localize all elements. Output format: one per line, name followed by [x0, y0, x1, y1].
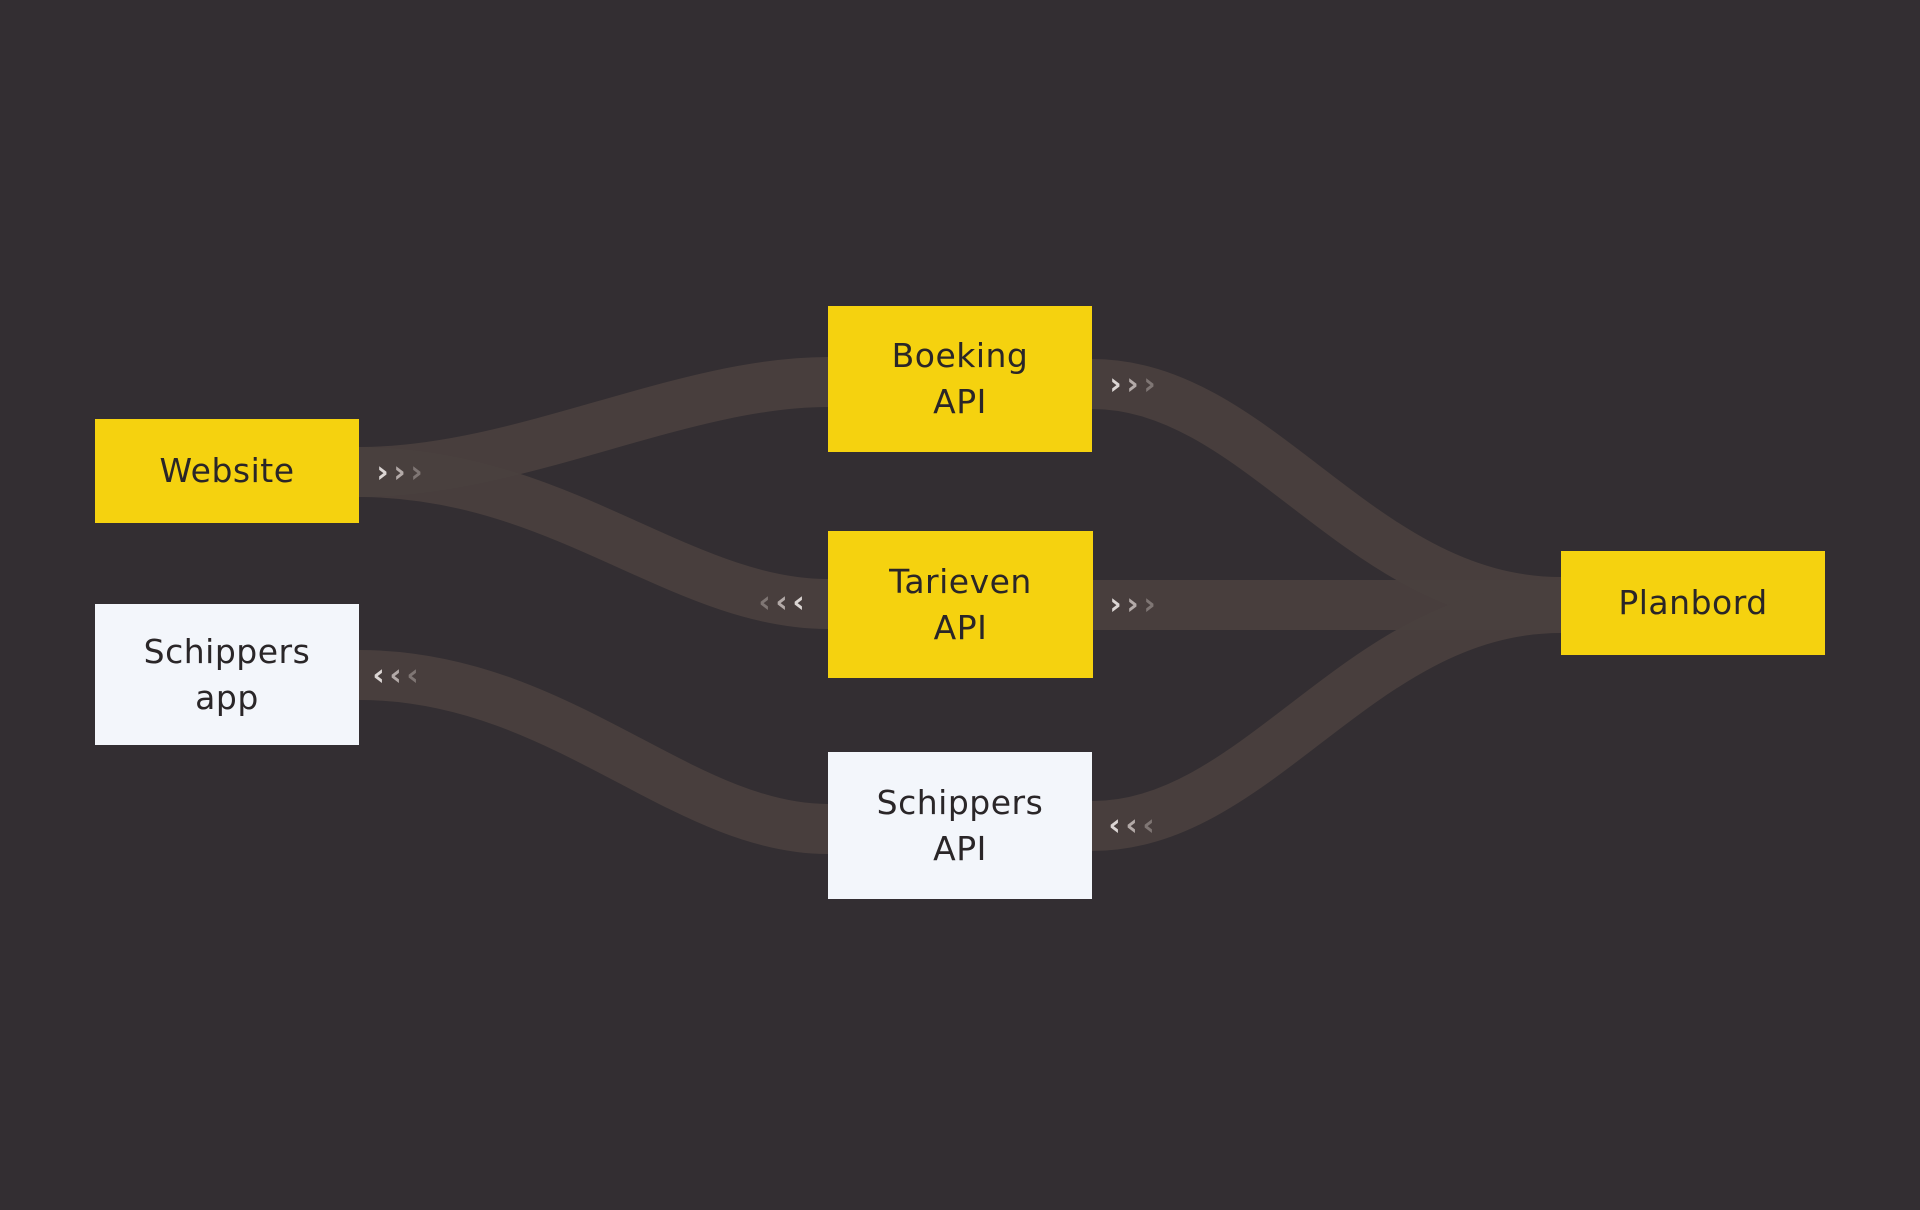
node-boeking-api-label: Boeking API — [891, 336, 1029, 421]
chevrons-right-icon: ››› — [1109, 587, 1156, 622]
chevrons-left-icon: ‹‹‹ — [1108, 808, 1155, 843]
node-planbord-label: Planbord — [1618, 583, 1768, 622]
node-schippers-app-label: Schippers app — [143, 631, 311, 717]
flow-planbord-to-schippers-api — [1091, 583, 1562, 851]
node-planbord[interactable]: Planbord — [1561, 551, 1825, 655]
flow-boeking-to-planbord — [1091, 359, 1562, 627]
node-schippers-api-label: Schippers API — [876, 782, 1044, 868]
flow-tarieven-to-website — [358, 447, 829, 629]
chevrons-right-icon: ››› — [376, 455, 423, 490]
node-schippers-api[interactable]: Schippers API — [828, 752, 1092, 899]
chevrons-left-icon: ‹‹‹ — [758, 585, 805, 620]
node-boeking-api[interactable]: Boeking API — [828, 306, 1092, 452]
node-schippers-app[interactable]: Schippers app — [95, 604, 359, 745]
chevrons-right-icon: ››› — [1109, 367, 1156, 402]
node-tarieven-api-label: Tarieven API — [889, 561, 1032, 647]
node-website-label: Website — [159, 451, 295, 490]
flow-schippers-api-to-schippers-app — [358, 650, 829, 854]
chevrons-left-icon: ‹‹‹ — [372, 658, 419, 693]
node-website[interactable]: Website — [95, 419, 359, 523]
node-tarieven-api[interactable]: Tarieven API — [828, 531, 1093, 678]
